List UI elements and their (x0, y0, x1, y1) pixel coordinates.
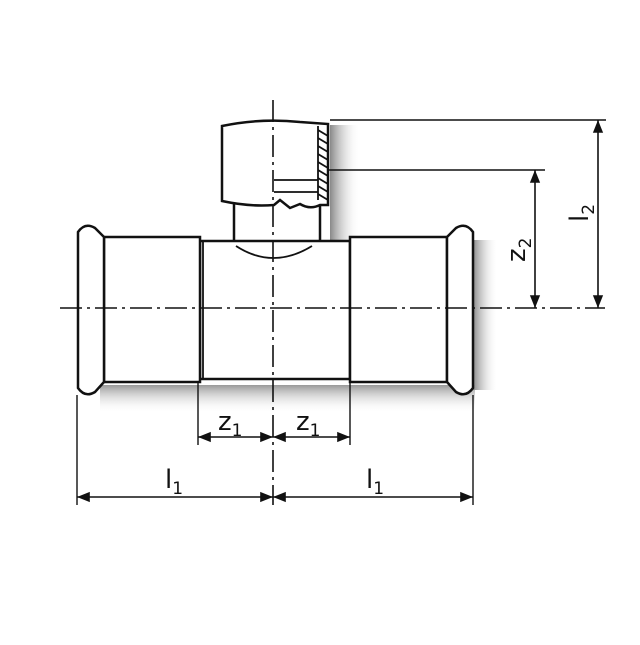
drop-shadow (100, 125, 498, 413)
threaded-branch (220, 119, 330, 210)
left-press-bead (76, 224, 106, 396)
label-z1-left: z1 (218, 407, 242, 441)
centerlines (60, 100, 605, 505)
dimension-lines (77, 120, 604, 503)
extension-lines (76, 119, 606, 505)
left-socket (102, 235, 202, 384)
right-socket (348, 235, 449, 384)
label-z2: z2 (502, 238, 536, 262)
right-press-bead (445, 224, 475, 396)
label-l2: l2 (565, 204, 599, 222)
fitting-outline (76, 119, 475, 396)
label-l1-right: l1 (366, 465, 384, 499)
label-z1-right: z1 (296, 407, 320, 441)
label-l1-left: l1 (165, 465, 183, 499)
tee-body (198, 239, 352, 381)
